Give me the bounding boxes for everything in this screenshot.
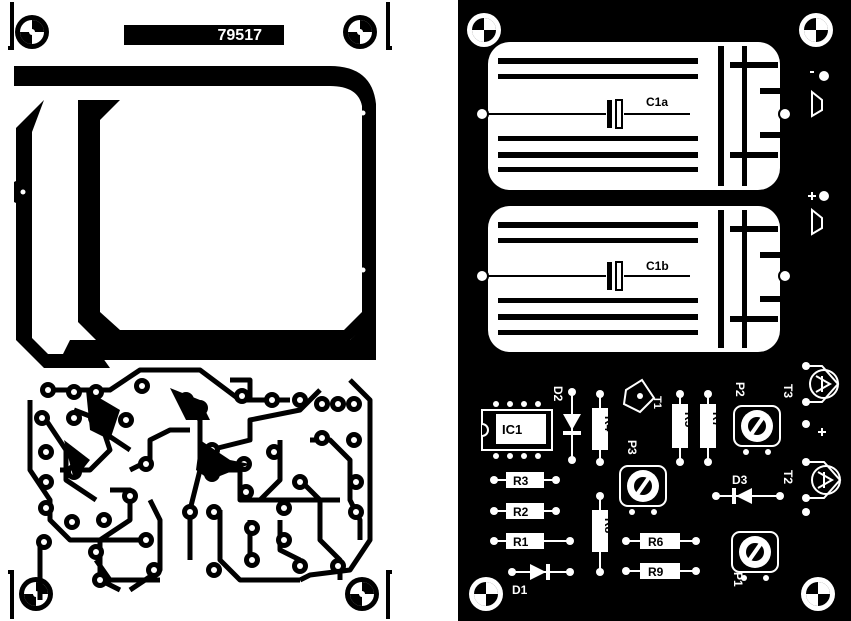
label-t2: T2 (781, 470, 795, 484)
label-c1b: C1b (646, 259, 669, 273)
label-r9: R9 (648, 565, 664, 579)
label-ic1: IC1 (502, 422, 522, 437)
transistor-t1: T1 (622, 378, 663, 414)
label-r3: R3 (513, 474, 529, 488)
registration-target-icon (345, 577, 379, 611)
resistor-r4: R4 (592, 390, 616, 466)
label-t1: T1 (651, 396, 663, 409)
diode-d3: D3 (712, 473, 784, 504)
diode-d2: D2 (551, 386, 581, 464)
resistor-r3: R3 (490, 472, 560, 488)
resistor-r9: R9 (622, 563, 700, 579)
ground-track-left (16, 100, 376, 368)
copper-layout: 79517 (8, 2, 392, 619)
potentiometer-p1: P1 (731, 531, 779, 587)
registration-target-icon (343, 15, 377, 49)
terminals (808, 71, 829, 236)
potentiometer-p3: P3 (619, 440, 667, 515)
ground-track-top (14, 66, 376, 300)
label-r5: R5 (682, 412, 696, 428)
resistor-r5: R5 (672, 390, 696, 466)
resistor-r7: R7 (700, 390, 724, 466)
capacitor-c1a: C1a (475, 42, 792, 190)
label-r6: R6 (648, 535, 664, 549)
pcb-code: 79517 (218, 27, 263, 44)
registration-target-icon (799, 13, 833, 47)
diode-d1: D1 (508, 564, 574, 597)
capacitor-c1b: C1b (475, 206, 792, 352)
label-p1: P1 (731, 572, 745, 587)
label-r1: R1 (513, 535, 529, 549)
resistor-r1: R1 (490, 533, 574, 549)
label-r4: R4 (602, 416, 616, 432)
label-p2: P2 (733, 382, 747, 397)
label-r8: R8 (602, 518, 616, 534)
resistor-r6: R6 (622, 533, 700, 549)
ic1: IC1 (481, 401, 553, 459)
transistor-t3: T3 (781, 362, 840, 406)
resistor-r2: R2 (490, 503, 560, 519)
label-d3: D3 (732, 473, 748, 487)
label-t3: T3 (781, 384, 795, 398)
component-layout: C1a C1b (458, 0, 851, 621)
potentiometer-p2: P2 (733, 382, 781, 455)
label-d2: D2 (551, 386, 565, 402)
registration-target-icon (19, 577, 53, 611)
polarity-marks (818, 428, 826, 436)
label-d1: D1 (512, 583, 528, 597)
resistor-r8: R8 (592, 492, 616, 576)
transistor-t2: T2 (781, 420, 842, 516)
label-r7: R7 (710, 412, 724, 428)
crop-marks (8, 2, 392, 619)
registration-target-icon (467, 13, 501, 47)
label-r2: R2 (513, 505, 529, 519)
registration-target-icon (15, 15, 49, 49)
pcb-code-bar (124, 25, 284, 45)
label-c1a: C1a (646, 95, 668, 109)
registration-target-icon (469, 577, 503, 611)
registration-target-icon (801, 577, 835, 611)
label-p3: P3 (625, 440, 639, 455)
